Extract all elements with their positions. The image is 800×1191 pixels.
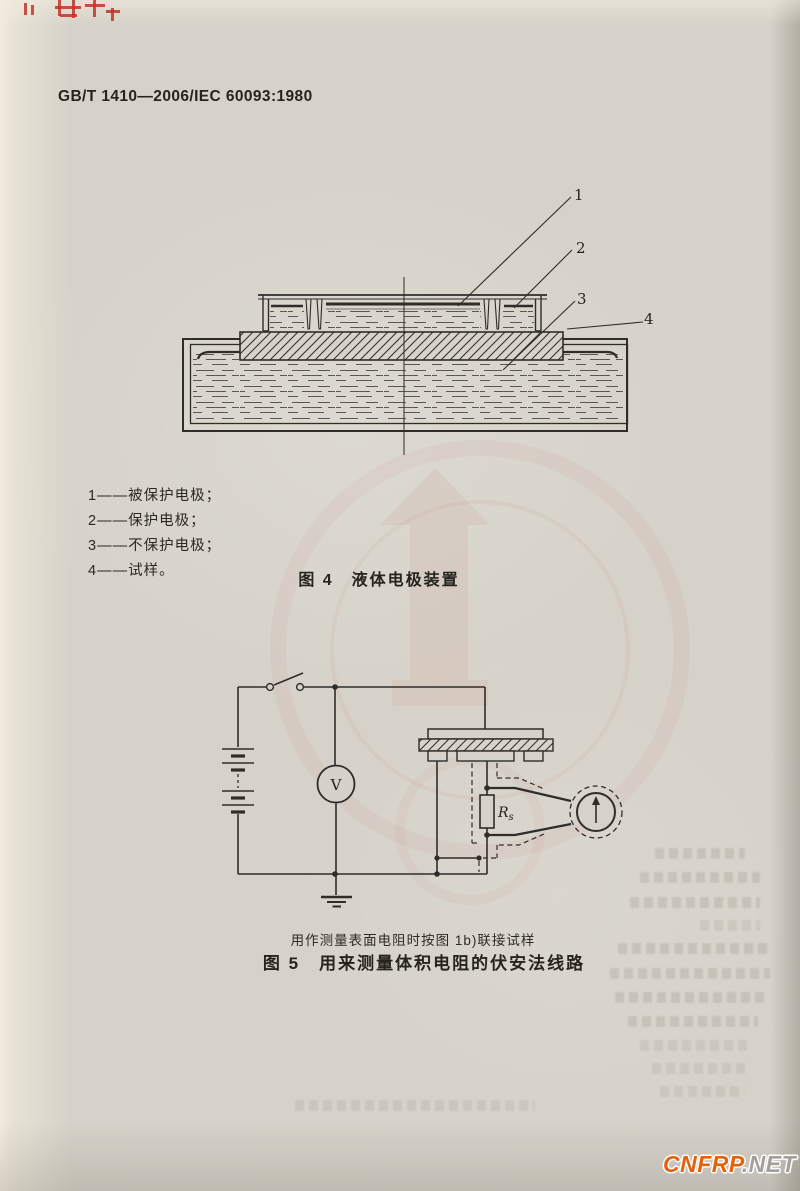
junction-dots (332, 684, 490, 877)
ghost-row (652, 1063, 747, 1074)
ghost-row (700, 920, 760, 931)
ghost-row (655, 848, 745, 859)
voltmeter (316, 687, 356, 874)
ghost-row (640, 872, 760, 883)
galvanometer (569, 785, 623, 839)
callout-3: 3 (577, 290, 587, 308)
figure4-caption: 图 4 液体电极装置 (298, 572, 460, 589)
figure4-legend: 1——被保护电极； 2——保护电极； 3——不保护电极； 4——试样。 (88, 484, 221, 584)
guarded-electrode (456, 750, 515, 762)
ghost-row (610, 968, 770, 979)
ghost-row (660, 1086, 745, 1097)
site-watermark: CNFRP.NET (663, 1151, 796, 1178)
resistor-label-main: R (497, 805, 509, 821)
galvanometer-needle (592, 796, 600, 805)
ghost-row (295, 1100, 535, 1111)
guard-electrode-cup (258, 294, 547, 332)
stamp-fragment (58, 0, 61, 16)
guard-electrode-left (427, 750, 448, 762)
stamp-fragment (31, 5, 34, 15)
switch (238, 672, 305, 692)
battery (222, 687, 254, 874)
legend-item-4: 4——试样。 (88, 563, 175, 579)
stamp-fragment (24, 3, 27, 15)
callout-4: 4 (644, 310, 654, 328)
guarded-electrode-liquid (325, 302, 481, 330)
specimen-slab (239, 331, 564, 361)
callout-2: 2 (576, 239, 586, 257)
stamp-fragment (93, 0, 96, 17)
figure5-circuit-diagram: V Rs (222, 672, 623, 908)
seal-outer-ring (270, 440, 690, 860)
ghost-row (628, 1016, 758, 1027)
callout-1: 1 (574, 186, 584, 204)
seal-tower-emblem (380, 468, 490, 706)
figure4-diagram: 1 2 3 4 (182, 186, 654, 455)
watermark-suffix: .NET (741, 1151, 797, 1177)
galvanometer-shield (569, 785, 623, 839)
guard-electrode-right (523, 750, 544, 762)
ground-symbol (321, 874, 352, 908)
shield-dashed-lines (471, 763, 545, 872)
legend-item-2: 2——保护电极； (88, 513, 206, 529)
figure5-caption: 图 5 用来测量体积电阻的伏安法线路 (262, 954, 586, 973)
specimen (418, 738, 554, 752)
unguarded-electrode-liquid (193, 350, 624, 421)
ghost-row (640, 1040, 750, 1051)
resistor-label: Rs (497, 805, 514, 823)
resistor-label-subscript: s (509, 812, 514, 823)
standard-number-header: GB/T 1410—2006/IEC 60093:1980 (58, 88, 313, 105)
stamp-fragment (72, 0, 75, 18)
liquid-tray (182, 338, 629, 432)
stamp-fragment (55, 6, 81, 9)
callout-lines (457, 196, 644, 371)
top-electrode (427, 728, 544, 740)
ghost-row (618, 943, 768, 954)
standard-resistor (479, 761, 495, 874)
galvanometer-leads (487, 786, 572, 837)
legend-item-1: 1——被保护电极； (88, 488, 222, 504)
figure5-note: 用作测量表面电阻时按图 1b)联接试样 (290, 933, 536, 948)
ghost-row (630, 897, 760, 908)
voltmeter-label: V (330, 776, 343, 794)
ghost-row (615, 992, 765, 1003)
stamp-fragment (60, 14, 77, 17)
stamp-fragment (111, 8, 114, 21)
legend-item-3: 3——不保护电极； (88, 538, 222, 554)
guard-electrode-liquid-right (503, 304, 534, 329)
electrode-assembly (418, 687, 554, 762)
guard-electrode-liquid-left (270, 304, 304, 329)
watermark-main: CNFRP (663, 1151, 742, 1177)
